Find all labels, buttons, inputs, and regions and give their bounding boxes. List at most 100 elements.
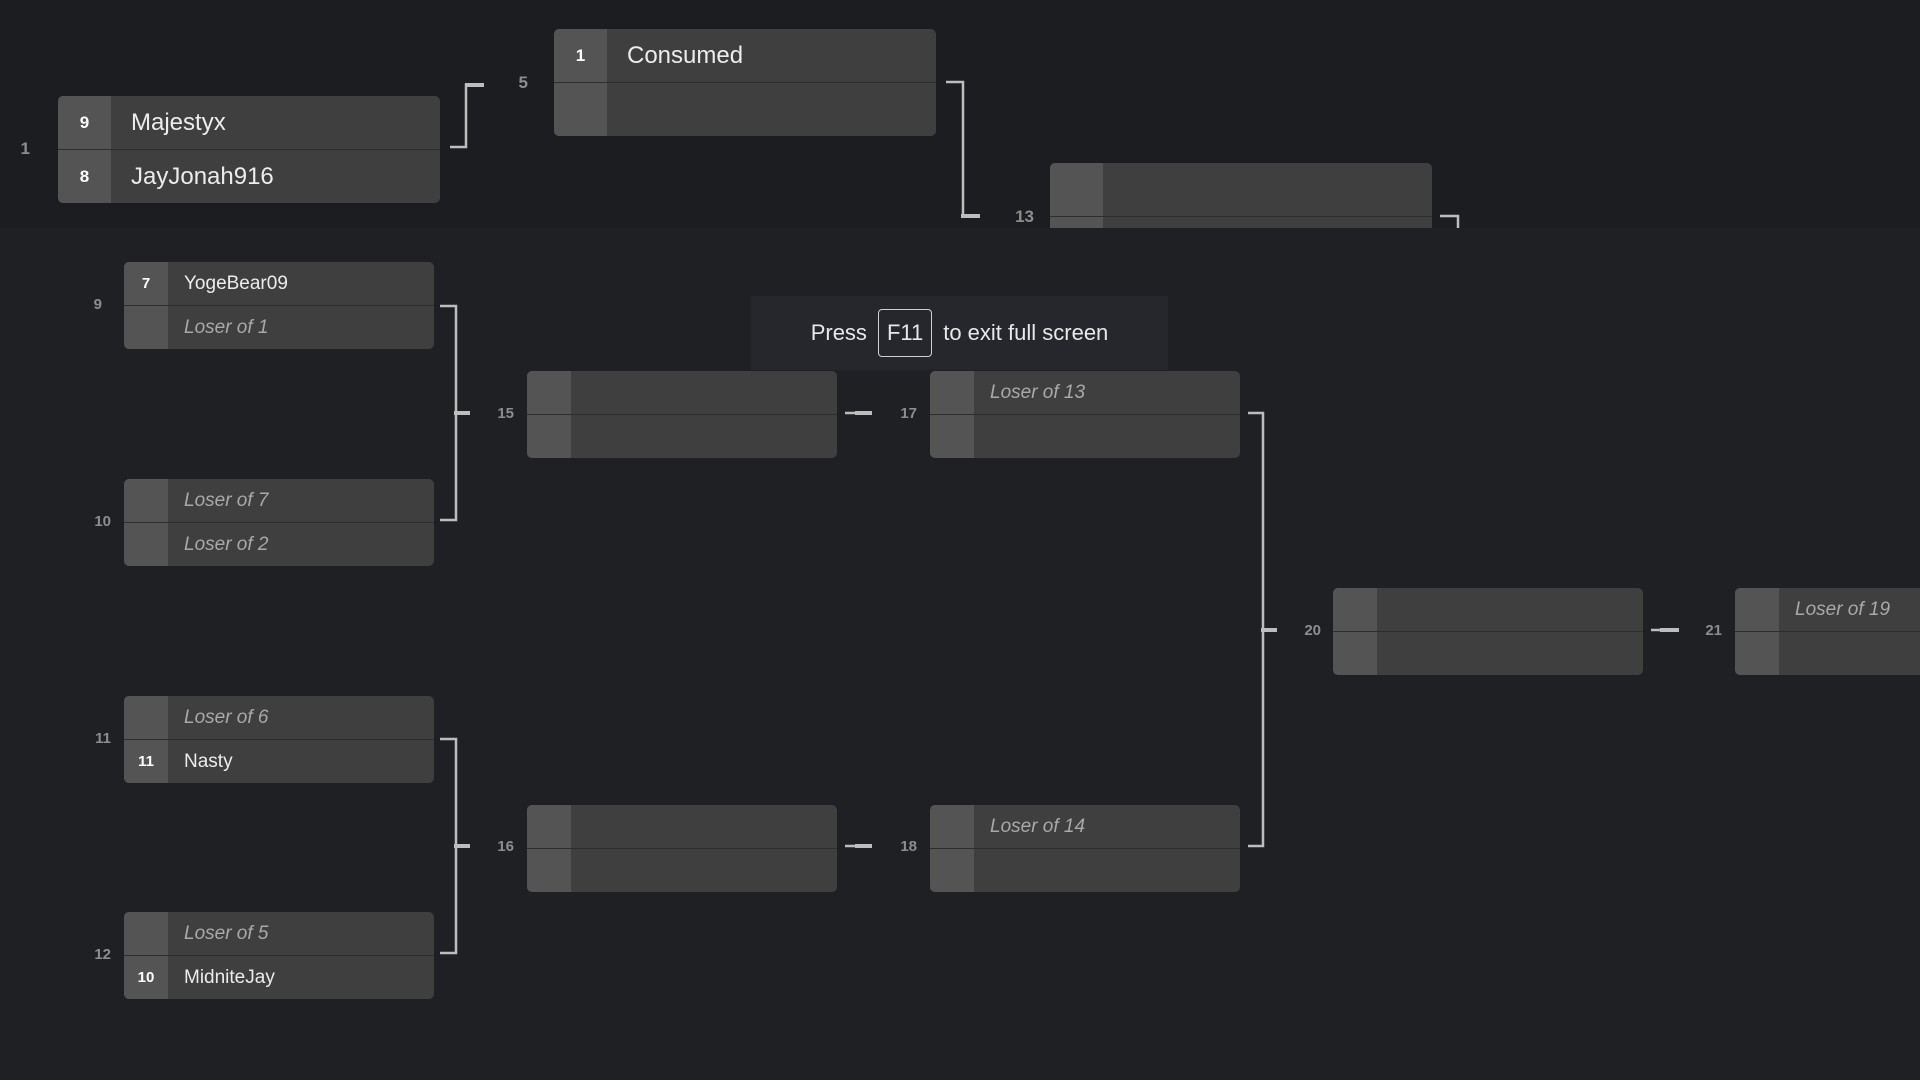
match-card-9[interactable]: 7 YogeBear09 Loser of 1 [124, 262, 434, 349]
match-9-slot-top[interactable]: 7 YogeBear09 [124, 262, 434, 305]
match-number-15: 15 [497, 405, 514, 422]
fullscreen-exit-notice: Press F11 to exit full screen [751, 296, 1168, 370]
match-18-slot-bottom[interactable] [930, 848, 1240, 892]
match-number-9: 9 [93, 296, 102, 313]
seed-badge [930, 371, 974, 414]
match-15-slot-bottom[interactable] [527, 414, 837, 458]
seed-badge [930, 849, 974, 892]
match-card-10[interactable]: Loser of 7 Loser of 2 [124, 479, 434, 566]
match-9-slot-bottom[interactable]: Loser of 1 [124, 305, 434, 349]
match-number-5: 5 [518, 73, 528, 92]
match-20-slot-top[interactable] [1333, 588, 1643, 631]
seed-badge: 8 [58, 150, 111, 203]
match-card-16[interactable] [527, 805, 837, 892]
player-name: Consumed [627, 41, 744, 69]
match-number-12: 12 [94, 946, 111, 963]
connector-17-to-20 [1248, 411, 1265, 848]
match-number-16: 16 [497, 838, 514, 855]
match-card-17[interactable]: Loser of 13 [930, 371, 1240, 458]
match-number-20: 20 [1304, 622, 1321, 639]
match-number-17: 17 [900, 405, 917, 422]
seed-badge [930, 415, 974, 458]
notice-rest-text: to exit full screen [943, 320, 1109, 345]
match-13-slot-bottom[interactable] [1050, 216, 1432, 228]
seed-badge: 7 [124, 262, 168, 305]
connector-11-to-16 [440, 737, 458, 955]
player-name: Majestyx [131, 108, 226, 136]
match-card-1[interactable]: 9 Majestyx 8 JayJonah916 [58, 96, 440, 203]
match-18-slot-top[interactable]: Loser of 14 [930, 805, 1240, 848]
match-1-slot-bottom[interactable]: 8 JayJonah916 [58, 149, 440, 203]
seed-badge [124, 912, 168, 955]
match-20-slot-bottom[interactable] [1333, 631, 1643, 675]
match-number-1: 1 [20, 139, 30, 158]
match-number-11: 11 [95, 730, 111, 747]
match-card-12[interactable]: Loser of 5 10 MidniteJay [124, 912, 434, 999]
notice-press-text: Press [810, 320, 867, 345]
connector-13-out [1440, 214, 1460, 228]
player-name-placeholder: Loser of 5 [184, 922, 269, 944]
match-17-slot-top[interactable]: Loser of 13 [930, 371, 1240, 414]
player-name: MidniteJay [184, 966, 275, 988]
match-15-slot-top[interactable] [527, 371, 837, 414]
seed-badge: 1 [554, 29, 607, 82]
seed-badge [930, 805, 974, 848]
seed-badge [1333, 588, 1377, 631]
match-number-21: 21 [1705, 622, 1722, 639]
connector-9-to-15 [440, 304, 458, 522]
seed-badge [1333, 632, 1377, 675]
match-card-15[interactable] [527, 371, 837, 458]
player-name-placeholder: Loser of 14 [990, 815, 1086, 837]
match-11-slot-bottom[interactable]: 11 Nasty [124, 739, 434, 783]
match-21-slot-bottom[interactable] [1735, 631, 1920, 675]
seed-badge: 10 [124, 956, 168, 999]
match-5-slot-bottom[interactable] [554, 82, 936, 136]
seed-badge [124, 479, 168, 522]
player-name: Nasty [184, 750, 233, 772]
match-17-slot-bottom[interactable] [930, 414, 1240, 458]
match-1-slot-top[interactable]: 9 Majestyx [58, 96, 440, 149]
match-number-10: 10 [94, 513, 111, 530]
match-10-slot-bottom[interactable]: Loser of 2 [124, 522, 434, 566]
player-name-placeholder: Loser of 13 [990, 381, 1086, 403]
seed-badge [527, 371, 571, 414]
seed-badge [527, 415, 571, 458]
match-number-13: 13 [1015, 207, 1034, 226]
seed-badge [1050, 217, 1103, 228]
match-16-slot-bottom[interactable] [527, 848, 837, 892]
player-name-placeholder: Loser of 7 [184, 489, 269, 511]
player-name-placeholder: Loser of 19 [1795, 598, 1891, 620]
player-name-placeholder: Loser of 2 [184, 533, 269, 555]
match-12-slot-top[interactable]: Loser of 5 [124, 912, 434, 955]
seed-badge [1050, 163, 1103, 216]
player-name: JayJonah916 [131, 162, 274, 190]
match-16-slot-top[interactable] [527, 805, 837, 848]
match-card-21[interactable]: Loser of 19 [1735, 588, 1920, 675]
match-card-18[interactable]: Loser of 14 [930, 805, 1240, 892]
connector-1-to-5 [450, 83, 482, 149]
match-21-slot-top[interactable]: Loser of 19 [1735, 588, 1920, 631]
match-card-20[interactable] [1333, 588, 1643, 675]
match-12-slot-bottom[interactable]: 10 MidniteJay [124, 955, 434, 999]
match-card-5[interactable]: 1 Consumed [554, 29, 936, 136]
match-card-11[interactable]: Loser of 6 11 Nasty [124, 696, 434, 783]
seed-badge [527, 849, 571, 892]
connector-5-to-13 [946, 80, 965, 216]
match-number-18: 18 [900, 838, 917, 855]
seed-badge [124, 696, 168, 739]
seed-badge [527, 805, 571, 848]
player-name-placeholder: Loser of 6 [184, 706, 269, 728]
seed-badge: 11 [124, 740, 168, 783]
seed-badge [1735, 632, 1779, 675]
seed-badge: 9 [58, 96, 111, 149]
match-11-slot-top[interactable]: Loser of 6 [124, 696, 434, 739]
seed-badge [124, 523, 168, 566]
match-13-slot-top[interactable] [1050, 163, 1432, 216]
match-10-slot-top[interactable]: Loser of 7 [124, 479, 434, 522]
seed-badge [554, 83, 607, 136]
match-card-13[interactable] [1050, 163, 1432, 228]
match-5-slot-top[interactable]: 1 Consumed [554, 29, 936, 82]
player-name: YogeBear09 [184, 272, 288, 294]
